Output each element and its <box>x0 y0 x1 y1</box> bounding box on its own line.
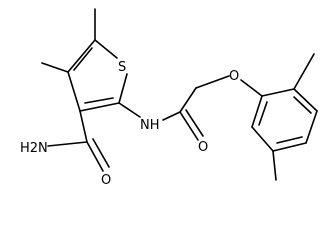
atom-ether-oxygen: O <box>229 69 239 84</box>
bond-ar2-ar3 <box>293 88 318 112</box>
structure-diagram: S NH O O H2N O <box>20 8 318 188</box>
bond-carbonyl-nh2 <box>47 141 88 147</box>
atom-amide-nitrogen: NH <box>140 118 160 133</box>
bond-ch2-ether-o <box>195 75 230 89</box>
bond-c3-c2-double <box>84 97 114 104</box>
bond-ar5-methyl <box>272 150 277 181</box>
bond-ar5-ar6 <box>251 126 274 152</box>
bond-c2-nh <box>118 102 141 118</box>
bond-ar4-ar5 <box>272 142 307 152</box>
bond-c3-carbonyl <box>79 110 88 143</box>
bond-amide-c-ch2 <box>179 87 197 113</box>
bond-c3-c2 <box>79 102 120 112</box>
bond-ar2-ar3-inner <box>293 96 312 114</box>
bond-nh-amide-c <box>162 111 181 121</box>
bond-ar3-ar4 <box>305 110 318 144</box>
atom-carboxamide-oxygen: O <box>101 173 111 188</box>
bond-amide-c-o <box>179 111 199 141</box>
bond-methyl-c4 <box>41 62 69 73</box>
bond-c5-c4 <box>67 39 96 73</box>
bond-ar6-ar1 <box>251 95 263 128</box>
bond-carbonyl-o <box>86 141 104 172</box>
bond-s-c2 <box>118 73 128 104</box>
bond-ether-o-aryl <box>240 79 263 97</box>
bond-amide-c-o-double <box>185 109 204 137</box>
bond-carbonyl-o-double <box>92 138 110 168</box>
bond-ar1-ar2 <box>261 88 295 97</box>
bond-c5-s <box>94 39 118 59</box>
atom-sulfur: S <box>118 60 126 75</box>
atom-carboxamide-nitrogen: H2N <box>20 141 48 156</box>
bond-c5-c4-double <box>73 47 93 71</box>
bond-c4-c3 <box>67 71 81 112</box>
molecule-svg: S NH O O H2N O <box>20 8 318 188</box>
atom-amide-oxygen: O <box>198 140 208 155</box>
bond-ar6-ar1-inner <box>258 101 268 126</box>
bond-ar4-ar5-inner <box>276 136 303 144</box>
bond-ar2-methyl <box>293 53 315 90</box>
